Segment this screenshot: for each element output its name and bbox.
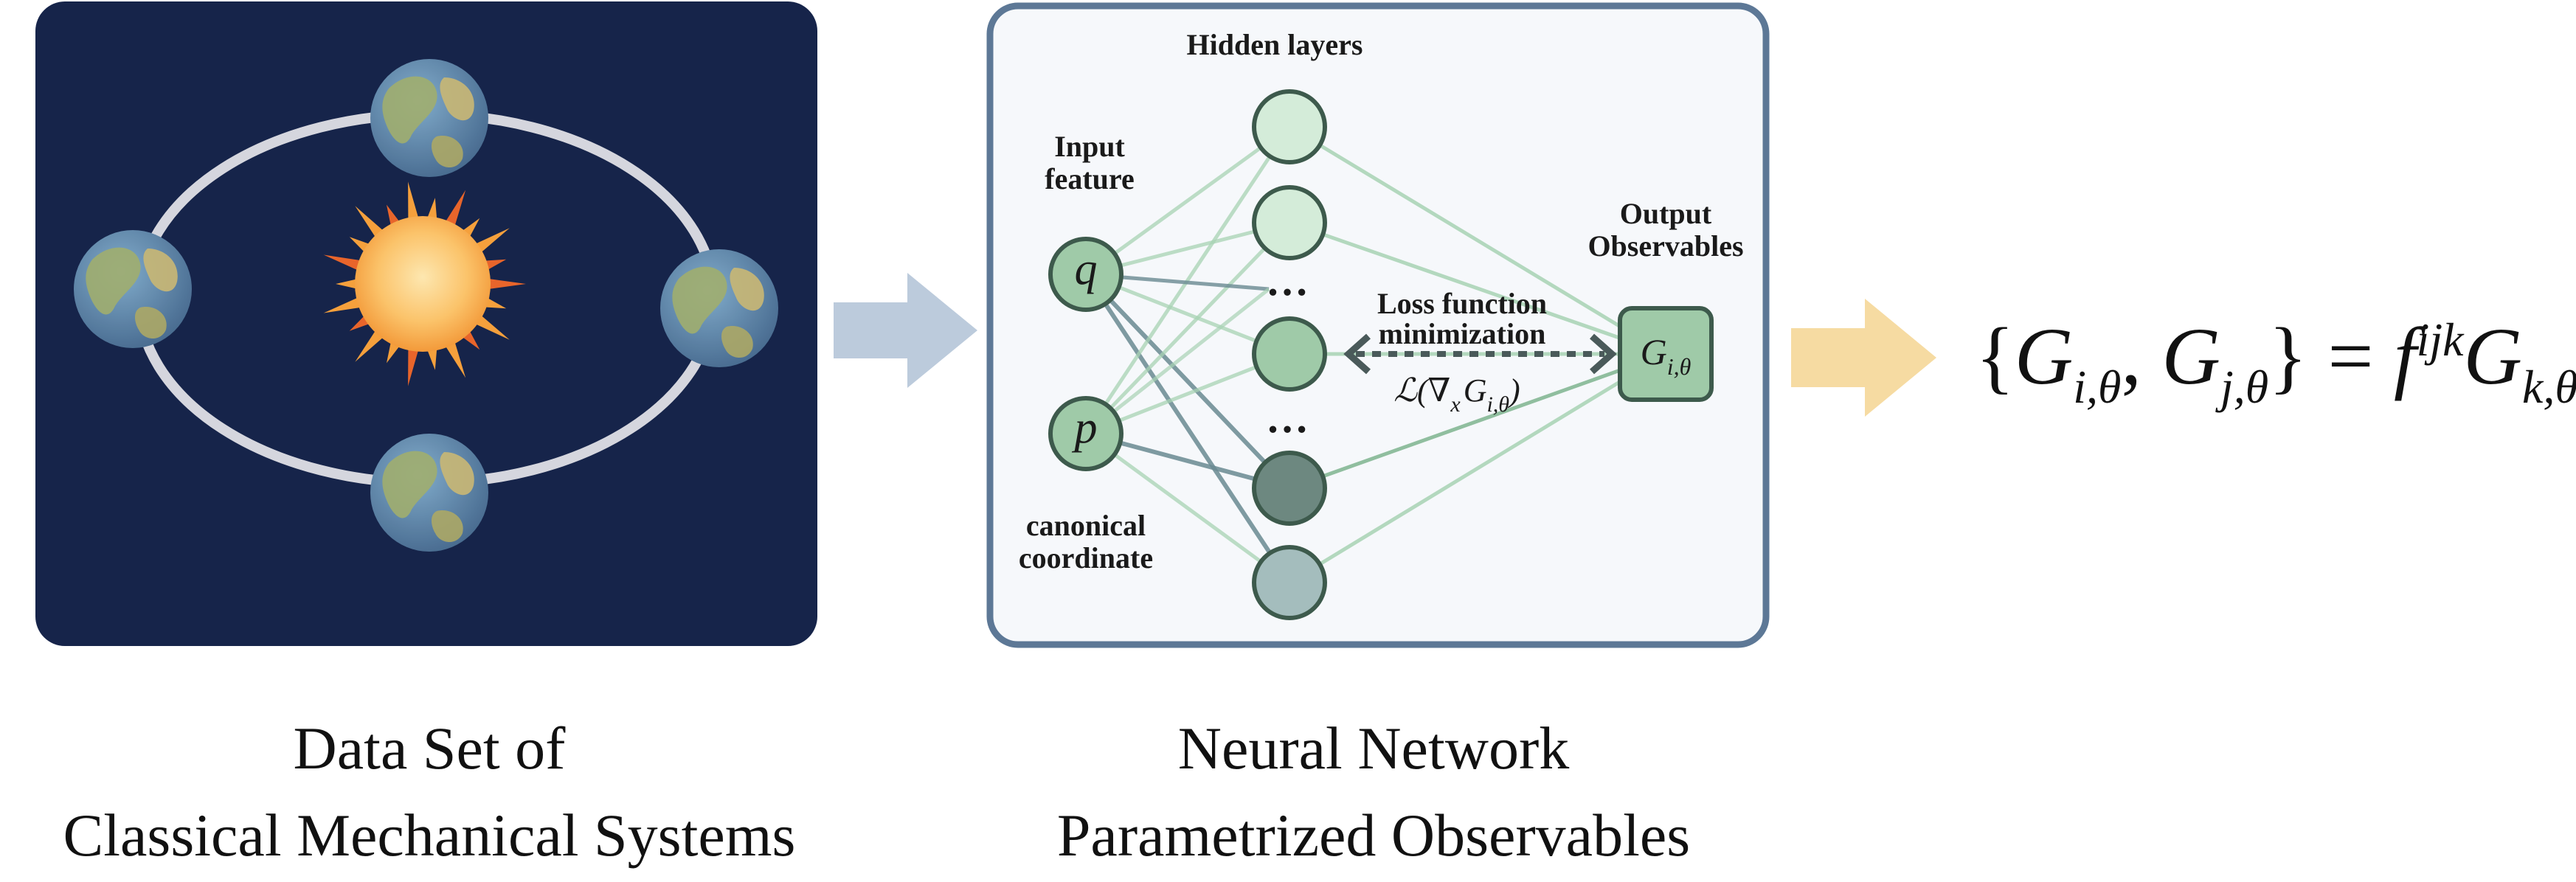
canonical-coordinate-label-line2: coordinate (1019, 541, 1153, 574)
input-feature-label-line2: feature (1045, 162, 1134, 195)
network-caption-line2: Parametrized Observables (1057, 802, 1690, 869)
hidden-node-2 (1252, 185, 1327, 260)
canonical-coordinate-label-line1: canonical (1026, 509, 1146, 542)
sun-ray (408, 344, 420, 386)
loss-function-label-line1: Loss function (1377, 287, 1547, 320)
sun-ray (408, 181, 420, 223)
orbit-caption-line1: Data Set of (294, 715, 567, 782)
sun-ray (443, 338, 466, 378)
sun-ray (336, 278, 361, 290)
network-edge (1084, 125, 1292, 435)
network-edge (1289, 220, 1666, 356)
sun-ray (485, 278, 526, 290)
orbit-panel (35, 1, 817, 646)
network-caption-line1: Neural Network (1178, 715, 1570, 782)
network-edge (1084, 272, 1292, 490)
network-nodes (1048, 89, 1327, 620)
earth-left (74, 230, 192, 348)
input-node-p-label: p (1072, 403, 1098, 453)
loss-expression: ℒ(∇xGi,θ) (1393, 372, 1520, 417)
output-node (1618, 306, 1714, 402)
network-edge (1084, 273, 1292, 584)
hidden-node-1 (1252, 89, 1327, 164)
hidden-node-4 (1252, 451, 1327, 526)
sun-ray (472, 313, 510, 340)
network-panel-frame (986, 2, 1770, 648)
hidden-layers-label: Hidden layers (1187, 28, 1363, 61)
network-edge (1084, 221, 1291, 435)
network-edge (1084, 431, 1291, 585)
orbit-caption-line2: Classical Mechanical Systems (63, 802, 796, 869)
input-node-q-label: q (1075, 244, 1098, 294)
network-edge (1084, 288, 1270, 435)
sun-ray (355, 206, 387, 241)
sun (323, 181, 526, 386)
output-observables-label-line2: Observables (1588, 229, 1743, 263)
hidden-ellipsis-upper: … (1266, 257, 1309, 305)
earth-bottom (370, 434, 488, 552)
sun-ray (443, 190, 466, 230)
flow-arrow-left (834, 273, 977, 388)
network-edge (1288, 125, 1667, 356)
input-node-p (1048, 396, 1123, 471)
output-node-label: Gi,θ (1641, 331, 1692, 380)
network-edge (1288, 352, 1667, 585)
network-edge (1084, 125, 1291, 277)
flow-arrow-right (1791, 299, 1936, 417)
earth-right (660, 249, 778, 367)
hidden-node-3 (1252, 316, 1327, 392)
sun-ray (355, 327, 387, 362)
hidden-node-5 (1252, 545, 1327, 620)
network-edge (1289, 352, 1666, 490)
loss-arrow (1343, 333, 1617, 375)
earth-top (370, 59, 488, 177)
hidden-ellipsis-lower: … (1266, 394, 1309, 442)
input-feature-label-line1: Input (1054, 130, 1125, 163)
lie-algebra-equation: {Gi,θ, Gj,θ} = fijkGk,θ (1976, 311, 2576, 413)
input-node-q (1048, 237, 1123, 312)
output-observables-label-line1: Output (1620, 197, 1712, 230)
network-panel: Hidden layers Input feature Output Obser… (986, 2, 1770, 648)
sun-ray (323, 254, 364, 272)
sun-ray (472, 228, 510, 255)
sun-ray (323, 296, 364, 313)
loss-function-label-line2: minimization (1379, 317, 1546, 350)
